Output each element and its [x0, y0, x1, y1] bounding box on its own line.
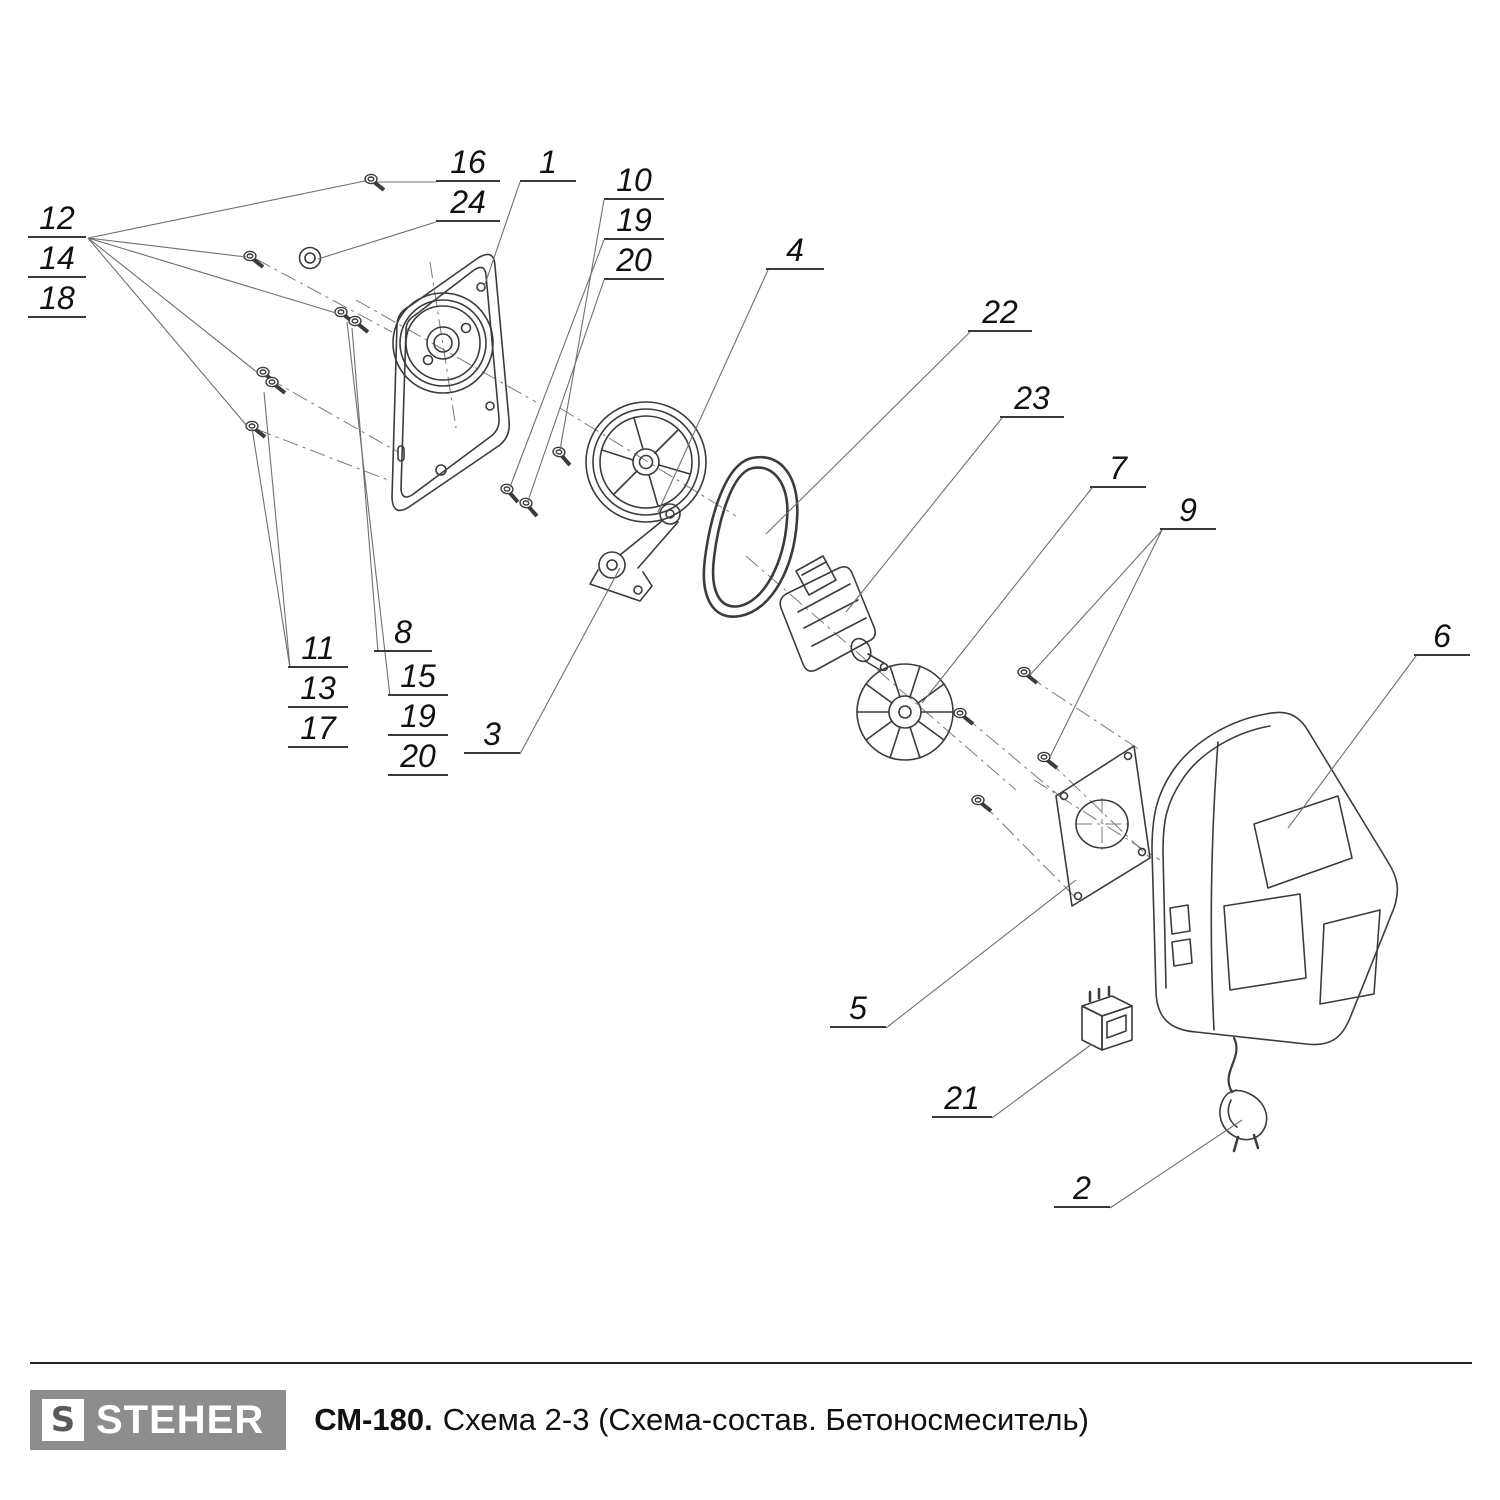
gasket-plate	[1055, 745, 1151, 907]
callout-label-13: 13	[288, 668, 348, 708]
callout-7: 7	[1090, 448, 1146, 488]
callout-4: 4	[766, 230, 824, 270]
motor	[779, 555, 889, 672]
callout-label-21: 21	[932, 1078, 992, 1118]
callout-label-16: 16	[436, 142, 500, 182]
callout-10-19-20: 10 19 20	[604, 160, 664, 280]
callout-6: 6	[1414, 616, 1470, 656]
callout-label-11: 11	[288, 628, 348, 668]
exploded-diagram	[87, 172, 1417, 1209]
callout-16-24: 16 24	[436, 142, 500, 222]
callout-label-20b: 20	[388, 736, 448, 776]
callout-label-2: 2	[1054, 1168, 1110, 1208]
grommet	[298, 246, 322, 270]
callout-label-14: 14	[28, 238, 86, 278]
caption-text: Схема 2-3 (Схема-состав. Бетоносмеситель…	[442, 1402, 1089, 1437]
callout-label-18: 18	[28, 278, 86, 318]
footer-divider	[30, 1362, 1472, 1364]
callout-label-4: 4	[766, 230, 824, 270]
fan-impeller	[856, 663, 954, 761]
callout-label-1: 1	[520, 142, 576, 182]
belt-tensioner	[589, 503, 681, 602]
power-switch	[1081, 985, 1133, 1051]
callout-21: 21	[932, 1078, 992, 1118]
back-plate	[391, 253, 511, 512]
power-plug	[1219, 1036, 1268, 1153]
diagram-caption: СМ-180. Схема 2-3 (Схема-состав. Бетоносм…	[314, 1402, 1089, 1438]
axis-centerlines	[255, 258, 1161, 899]
drive-belt	[702, 455, 799, 618]
brand-name: STEHER	[96, 1397, 265, 1442]
callout-23: 23	[1000, 378, 1064, 418]
callout-label-15: 15	[388, 656, 448, 696]
callout-label-3: 3	[464, 714, 520, 754]
callout-label-5: 5	[830, 988, 886, 1028]
callout-8: 8	[374, 612, 432, 652]
callout-label-10: 10	[604, 160, 664, 200]
callout-9: 9	[1160, 490, 1216, 530]
callout-label-23: 23	[1000, 378, 1064, 418]
steher-logo-letter: S	[50, 1400, 76, 1440]
model-number: СМ-180.	[314, 1402, 433, 1437]
callout-label-20: 20	[604, 240, 664, 280]
callout-label-24: 24	[436, 182, 500, 222]
steher-logo: S STEHER	[30, 1390, 287, 1450]
callout-5: 5	[830, 988, 886, 1028]
leader-lines	[87, 180, 1417, 1209]
callout-22: 22	[968, 292, 1032, 332]
callout-label-6: 6	[1414, 616, 1470, 656]
callout-2: 2	[1054, 1168, 1110, 1208]
callout-15-19-20: 15 19 20	[388, 656, 448, 776]
callout-1: 1	[520, 142, 576, 182]
pulley	[585, 401, 707, 523]
footer: S STEHER СМ-180. Схема 2-3 (Схема-состав.…	[30, 1390, 1089, 1450]
callout-3: 3	[464, 714, 520, 754]
callout-label-8: 8	[374, 612, 432, 652]
callout-label-17: 17	[288, 708, 348, 748]
callout-label-12: 12	[28, 198, 86, 238]
callout-12-14-18: 12 14 18	[28, 198, 86, 318]
callout-label-9: 9	[1160, 490, 1216, 530]
callout-11-13-17: 11 13 17	[288, 628, 348, 748]
callout-label-22: 22	[968, 292, 1032, 332]
motor-cover	[1151, 711, 1399, 1046]
steher-logo-icon: S	[42, 1399, 84, 1441]
callout-label-19: 19	[604, 200, 664, 240]
callout-label-7: 7	[1090, 448, 1146, 488]
callout-label-19b: 19	[388, 696, 448, 736]
